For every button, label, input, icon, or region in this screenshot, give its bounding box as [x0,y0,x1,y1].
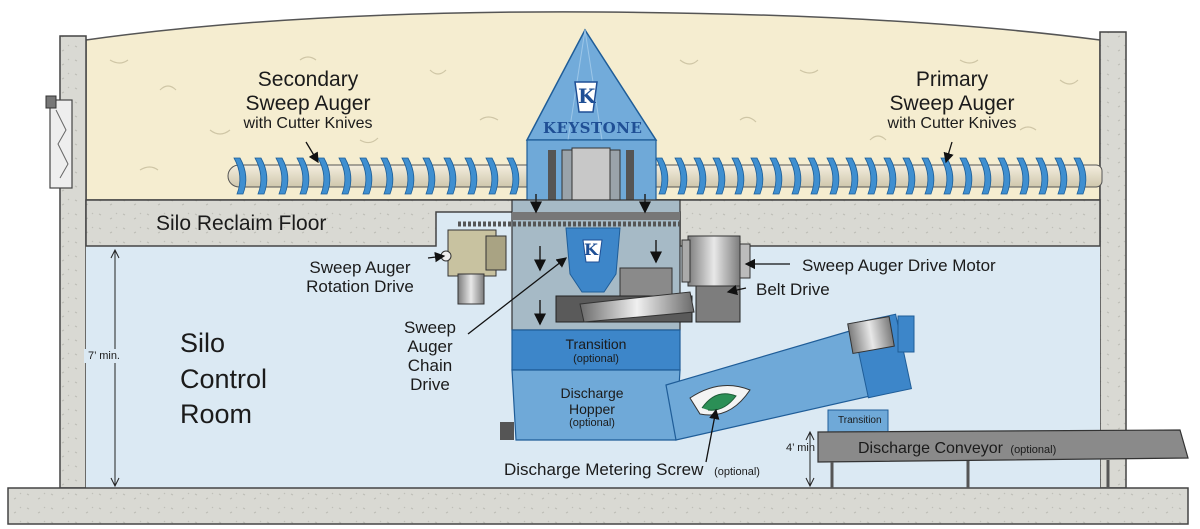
silo-reclaim-floor-label: Silo Reclaim Floor [156,212,327,235]
auger-flight [750,157,764,195]
rotation-drive-line2: Rotation Drive [306,277,414,297]
chain-drive-line4: Drive [410,375,450,395]
flow-arrows [530,194,662,326]
chain-drive-line1: Sweep [404,318,456,337]
chain-sprockets [548,150,634,210]
primary-auger-line2: Sweep Auger [889,91,1015,115]
control-room-label: Silo Control Room [180,326,267,433]
auger-flight [826,157,840,195]
auger-flight [731,157,745,195]
discharge-conveyor-text: Discharge Conveyor [858,440,1003,457]
primary-auger-line1: Primary [915,68,989,91]
conveyor-transition-label: Transition [838,415,882,426]
rotation-drive-line1: Sweep Auger [309,258,411,277]
discharge-conveyor [817,429,1189,463]
auger-flight [693,157,707,195]
auger-flight [655,157,669,195]
base-foundation [7,487,1189,525]
auger-flight [275,157,289,195]
control-room-line3: Room [180,399,253,430]
auger-flight [940,157,954,195]
auger-flight [380,157,394,195]
auger-flight [921,157,935,195]
transition-label: Transition (optional) [512,336,680,365]
clearance-min-label: 4’ min [786,442,815,454]
auger-flight [485,157,499,195]
secondary-auger-label: Secondary Sweep Auger with Cutter Knives [222,68,394,133]
secondary-auger-line2: Sweep Auger [245,91,371,115]
auger-flight [788,157,802,195]
auger-flight [864,157,878,195]
transition-section [511,329,681,371]
discharge-conveyor-label: Discharge Conveyor (optional) [858,440,1056,458]
metering-screw-text: Discharge Metering Screw [504,460,704,479]
auger-flight [296,157,310,195]
auger-flight [997,157,1011,195]
auger-flight [712,157,726,195]
control-room-line2: Control [180,363,268,394]
drive-motor-label: Sweep Auger Drive Motor [802,256,996,275]
leader-arrows [305,141,954,463]
transition-note: (optional) [573,352,619,365]
primary-auger-line3: with Cutter Knives [887,115,1017,133]
metering-screw-label: Discharge Metering Screw (optional) [504,460,760,479]
chain-drive-line2: Auger [407,337,453,357]
chain-drive-line3: Chain [407,356,453,376]
auger-flight [1054,157,1068,195]
auger-flight [883,157,897,195]
auger-flight [1016,157,1030,195]
auger-flight [1035,157,1049,195]
secondary-auger-line1: Secondary [257,68,359,91]
metering-screw-note: (optional) [714,466,760,478]
internal-drive-screw [579,291,695,323]
auger-flight [978,157,992,195]
primary-auger-label: Primary Sweep Auger with Cutter Knives [866,68,1038,133]
auger-flight [506,157,520,195]
chain-drive-label: Sweep Auger Chain Drive [398,318,462,394]
auger-flight [254,157,268,195]
hopper-note: (optional) [569,417,615,430]
auger-flight [338,157,352,195]
sweep-auger-drive-motor [681,235,751,287]
auger-flight [443,157,457,195]
height-min-label: 7’ min. [88,350,120,362]
discharge-conveyor-note: (optional) [1010,444,1057,456]
auger-flight [317,157,331,195]
metering-screw-motor [847,315,915,354]
transition-text: Transition [565,336,627,352]
auger-flight [959,157,973,195]
clearance-dimension [805,430,815,488]
wall-access-unit [49,99,73,189]
auger-flight [845,157,859,195]
gear-reducer [619,267,673,299]
auger-flight [674,157,688,195]
auger-flight [769,157,783,195]
keystone-logo-icon [574,81,598,113]
right-silo-wall [1099,31,1127,489]
keystone-logo-letter: K [578,84,596,108]
auger-flight [359,157,373,195]
auger-flight [233,157,247,195]
hopper-line1: Discharge [560,385,624,401]
auger-flight [401,157,415,195]
keystone-brand-text: KEYSTONE [543,119,643,137]
rotation-drive-label: Sweep Auger Rotation Drive [292,258,428,296]
inner-logo-letter: K [584,240,598,259]
auger-flight [807,157,821,195]
height-dimension [110,248,120,488]
discharge-hopper-label: Discharge Hopper (optional) [512,385,672,430]
auger-flight [1073,157,1087,195]
auger-flight [422,157,436,195]
auger-flight [902,157,916,195]
control-room-line1: Silo [180,328,226,358]
belt-drive-label: Belt Drive [756,280,830,299]
conveyor-legs [830,460,1110,488]
rotation-drive-gearmotor [440,229,507,305]
secondary-auger-line3: with Cutter Knives [243,115,373,133]
auger-flight [464,157,478,195]
hopper-line2: Hopper [569,400,615,417]
